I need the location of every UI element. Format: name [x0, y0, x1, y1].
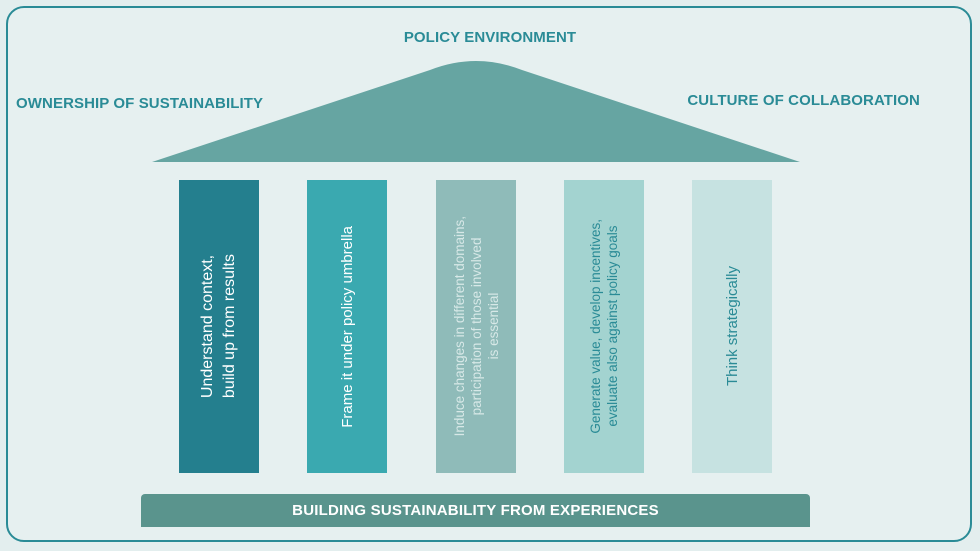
pillar-text: Induce changes in different domains, par…: [451, 216, 501, 437]
pillar-induce-changes: Induce changes in different domains, par…: [436, 180, 516, 473]
pillar-understand-context: Understand context, build up from result…: [179, 180, 259, 473]
pillar-think-strategically: Think strategically: [692, 180, 772, 473]
pillar-frame-policy: Frame it under policy umbrella: [307, 180, 387, 473]
foundation-bar: BUILDING SUSTAINABILITY FROM EXPERIENCES: [141, 494, 810, 527]
collaboration-label: CULTURE OF COLLABORATION: [687, 92, 920, 109]
pillar-text: Generate value, develop incentives, eval…: [588, 219, 620, 434]
foundation-label: BUILDING SUSTAINABILITY FROM EXPERIENCES: [292, 502, 659, 519]
ownership-label: OWNERSHIP OF SUSTAINABILITY: [16, 95, 264, 112]
pillar-text: Frame it under policy umbrella: [338, 225, 356, 428]
pillar-text: Understand context, build up from result…: [199, 254, 238, 399]
pillar-text: Think strategically: [723, 266, 741, 387]
pillar-generate-value: Generate value, develop incentives, eval…: [564, 180, 644, 473]
policy-environment-label: POLICY ENVIRONMENT: [403, 29, 577, 46]
